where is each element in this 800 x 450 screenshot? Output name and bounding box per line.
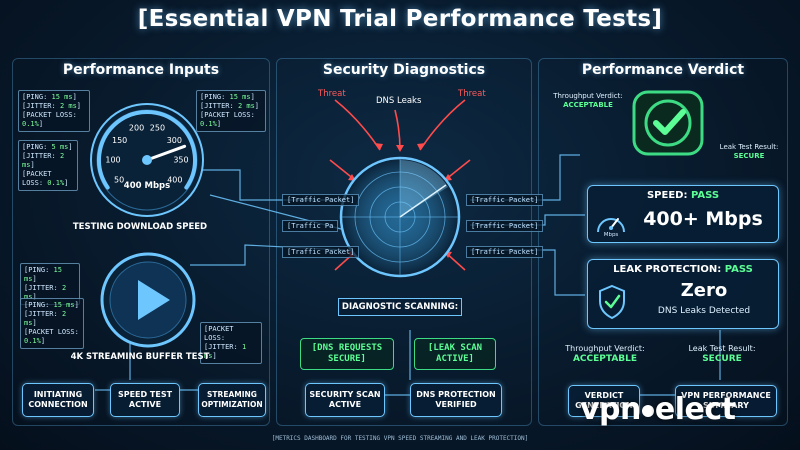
- leak-protection-card: LEAK PROTECTION: PASS: [587, 259, 779, 329]
- leak-value: Zero: [680, 280, 728, 301]
- traffic-packet-right-1: [Traffic Packet]: [466, 194, 544, 206]
- metrics-note-b: [PING: 15 ms] [JITTER: 2 ms] [PACKET LOS…: [196, 90, 266, 132]
- performance-inputs-title: Performance Inputs: [62, 62, 220, 78]
- gauge-readout: 400 Mbps: [123, 181, 171, 191]
- dns-leaks-label: DNS Leaks: [376, 96, 422, 106]
- diagnostic-scanning-label: DIAGNOSTIC SCANNING:: [338, 298, 462, 316]
- gauge-tick-label: 200: [129, 124, 144, 133]
- performance-verdict-title: Performance Verdict: [581, 62, 745, 78]
- throughput-verdict-top: Throughput Verdict: ACCEPTABLE: [553, 92, 623, 109]
- leak-sub-label: DNS Leaks Detected: [657, 306, 751, 316]
- leak-test-result-top: Leak Test Result: SECURE: [719, 143, 779, 160]
- traffic-packet-left-1: [Traffic Packet]: [282, 194, 360, 206]
- speedometer-icon: [597, 218, 625, 233]
- node-verdict-generation: VERDICT GENERATION: [568, 385, 640, 417]
- radar-scanner-icon: [339, 156, 461, 278]
- status-dns-requests-secure: [DNS REQUESTS SECURE]: [300, 338, 394, 370]
- security-diagnostics-title: Security Diagnostics: [322, 62, 486, 78]
- gauge-tick-label: 350: [173, 156, 188, 165]
- node-security-scan-active: SECURITY SCAN ACTIVE: [305, 383, 385, 417]
- performance-inputs-panel: [12, 58, 270, 426]
- throughput-verdict-bottom: Throughput Verdict: ACCEPTABLE: [565, 344, 645, 364]
- node-streaming-optimization: STREAMING OPTIMIZATION: [198, 383, 266, 417]
- threat-label-right: Threat: [458, 89, 486, 99]
- stream-test-caption: 4K STREAMING BUFFER TEST: [70, 352, 210, 362]
- traffic-packet-right-3: [Traffic Packet]: [466, 246, 544, 258]
- leak-card-head: LEAK PROTECTION: PASS: [613, 264, 753, 275]
- status-leak-scan-active: [LEAK SCAN ACTIVE]: [414, 338, 496, 370]
- checkmark-shield-icon: [632, 90, 704, 156]
- speed-verdict-card: SPEED: PASS: [587, 185, 779, 243]
- threat-label-left: Threat: [318, 89, 346, 99]
- node-speed-test-active: SPEED TEST ACTIVE: [110, 383, 180, 417]
- gauge-tick-label: 250: [150, 124, 165, 133]
- node-dns-protection-verified: DNS PROTECTION VERIFIED: [410, 383, 502, 417]
- play-icon[interactable]: [98, 250, 198, 350]
- metrics-note-c: [PING: 5 ms] [JITTER: 2 ms] [PACKET LOSS…: [18, 140, 78, 191]
- traffic-packet-left-2: [Traffic Pa: [282, 220, 339, 232]
- traffic-packet-right-2: [Traffic Packet]: [466, 220, 544, 232]
- speedometer-icon-label: Mbps: [603, 232, 619, 238]
- speed-card-head: SPEED: PASS: [646, 190, 720, 201]
- speed-test-caption: TESTING DOWNLOAD SPEED: [72, 222, 208, 232]
- gauge-tick-label: 50: [114, 176, 124, 185]
- page-title: [Essential VPN Trial Performance Tests]: [137, 6, 663, 32]
- node-vpn-performance-summary: VPN PERFORMANCE SUMMARY: [675, 385, 777, 417]
- performance-verdict-panel: [538, 58, 788, 426]
- leak-test-result-bottom: Leak Test Result: SECURE: [688, 344, 756, 364]
- metrics-note-a: [PING: 15 ms] [JITTER: 2 ms] [PACKET LOS…: [18, 90, 90, 132]
- speed-value: 400+ Mbps: [643, 208, 763, 230]
- gauge-tick-label: 400: [167, 176, 182, 185]
- metrics-note-f: [PACKET LOSS: [JITTER: 1 ms]: [200, 322, 262, 364]
- node-initiating-connection: INITIATING CONNECTION: [22, 383, 94, 417]
- gauge-tick-label: 150: [112, 136, 127, 145]
- gauge-tick-label: 300: [167, 136, 182, 145]
- security-diagnostics-panel: [276, 58, 532, 426]
- shield-check-icon: [599, 284, 625, 320]
- footer-caption: [METRICS DASHBOARD FOR TESTING VPN SPEED…: [271, 435, 529, 442]
- metrics-note-e: [PING: 15 ms] [JITTER: 2 ms] [PACKET LOS…: [20, 298, 84, 349]
- gauge-tick-label: 100: [105, 156, 120, 165]
- traffic-packet-left-3: [Traffic Packet]: [282, 246, 360, 258]
